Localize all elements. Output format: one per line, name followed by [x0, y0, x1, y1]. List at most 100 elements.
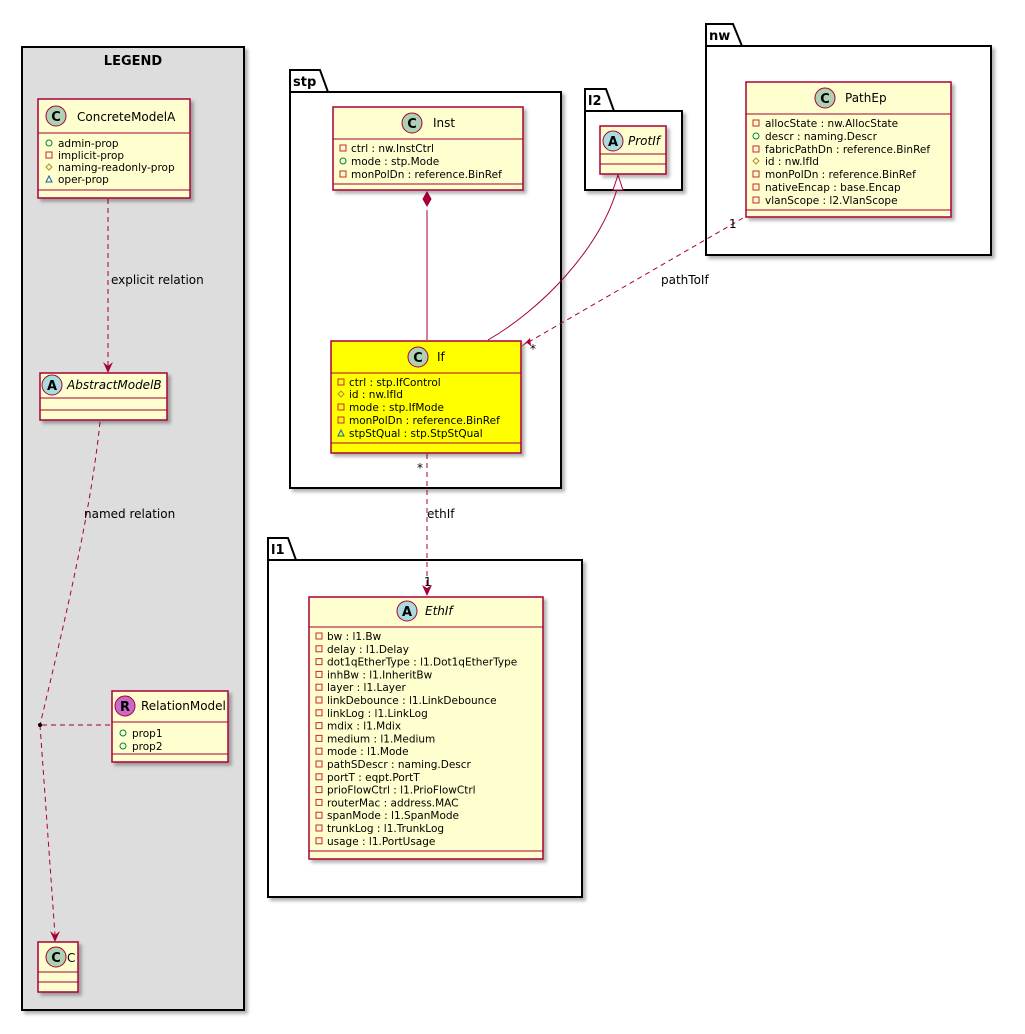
class-attribute: medium : l1.Medium	[327, 733, 435, 745]
private-visibility-icon	[315, 811, 323, 819]
private-visibility-icon	[315, 798, 323, 806]
package-stp-label: stp	[293, 75, 316, 90]
class-attribute: delay : l1.Delay	[327, 644, 409, 656]
legend-concrete-model-name: ConcreteModelA	[77, 110, 176, 124]
class-attribute: bw : l1.Bw	[327, 631, 382, 643]
class-attribute: pathSDescr : naming.Descr	[327, 759, 472, 771]
legend-relation-prop: prop2	[132, 741, 163, 753]
class-attribute: monPolDn : reference.BinRef	[349, 415, 500, 427]
class-badge-icon	[45, 946, 67, 968]
private-visibility-icon	[752, 145, 760, 153]
class-inst-name: Inst	[433, 116, 455, 130]
private-visibility-icon	[315, 773, 323, 781]
class-attribute: mode : stp.IfMode	[349, 402, 444, 414]
private-visibility-icon	[315, 722, 323, 730]
public-visibility-icon	[752, 132, 760, 140]
private-visibility-icon	[315, 837, 323, 845]
class-pathep-name: PathEp	[845, 91, 887, 105]
private-visibility-icon	[337, 378, 345, 386]
svg-text:A: A	[608, 135, 618, 150]
legend-c-name: C	[67, 951, 75, 965]
legend-named-relation-edge	[39, 421, 101, 942]
class-attribute: layer : l1.Layer	[327, 682, 406, 694]
class-attribute: trunkLog : l1.TrunkLog	[327, 823, 444, 835]
legend-explicit-relation-label: explicit relation	[111, 273, 204, 287]
class-if: C If ctrl : stp.IfControl id : nw.IfId m…	[330, 340, 522, 454]
class-attribute: mode : stp.Mode	[351, 156, 439, 168]
package-l1-label: l1	[271, 543, 285, 558]
class-attribute: descr : naming.Descr	[765, 131, 878, 143]
legend-concrete-prop: naming-readonly-prop	[58, 162, 175, 174]
public-visibility-icon	[119, 742, 127, 750]
class-if-name: If	[437, 350, 446, 364]
legend-abstract-model-name: AbstractModelB	[66, 378, 162, 392]
class-badge-icon	[814, 87, 836, 109]
svg-text:C: C	[820, 92, 830, 107]
svg-text:A: A	[402, 605, 412, 620]
private-visibility-icon	[337, 403, 345, 411]
class-attribute: usage : l1.PortUsage	[327, 836, 435, 848]
package-nw-label: nw	[709, 29, 730, 44]
protected-visibility-icon	[337, 390, 345, 398]
package-visibility-icon	[45, 174, 53, 183]
legend-title: LEGEND	[104, 54, 163, 69]
class-attribute: linkLog : l1.LinkLog	[327, 708, 428, 720]
legend-abstract-model-class: A AbstractModelB	[39, 372, 168, 421]
package-l2-label: l2	[588, 94, 602, 109]
legend-association-point	[38, 723, 42, 727]
class-protif-name: ProtIf	[628, 134, 662, 148]
legend-concrete-prop: implicit-prop	[58, 150, 124, 162]
legend-explicit-relation-edge	[103, 199, 113, 373]
class-badge-icon	[407, 346, 429, 368]
svg-text:R: R	[120, 700, 130, 715]
private-visibility-icon	[315, 760, 323, 768]
legend-relation-model-name: RelationModel	[141, 699, 226, 713]
public-visibility-icon	[339, 157, 347, 165]
class-attribute: nativeEncap : base.Encap	[765, 182, 901, 194]
protected-visibility-icon	[752, 157, 760, 165]
class-attribute: prioFlowCtrl : l1.PrioFlowCtrl	[327, 785, 476, 797]
legend-relation-prop: prop1	[132, 728, 163, 740]
svg-text:A: A	[47, 379, 57, 394]
private-visibility-icon	[315, 645, 323, 653]
inst-if-composition-edge	[422, 190, 432, 340]
pathtoif-source-multiplicity: 1	[729, 217, 737, 231]
class-attribute: ctrl : stp.IfControl	[349, 377, 441, 389]
class-attribute: monPolDn : reference.BinRef	[765, 169, 916, 181]
class-attribute: linkDebounce : l1.LinkDebounce	[327, 695, 497, 707]
abstract-badge-icon	[41, 374, 63, 396]
private-visibility-icon	[315, 683, 323, 691]
private-visibility-icon	[752, 119, 760, 127]
private-visibility-icon	[337, 416, 345, 424]
class-badge-icon	[401, 112, 423, 134]
class-attribute: mode : l1.Mode	[327, 746, 409, 758]
legend-c-class: C C	[37, 941, 79, 993]
private-visibility-icon	[315, 709, 323, 717]
if-protif-generalization-edge	[487, 173, 624, 341]
private-visibility-icon	[45, 151, 53, 159]
protected-visibility-icon	[45, 163, 53, 171]
legend-frame: LEGEND	[21, 46, 245, 1011]
svg-text:C: C	[407, 117, 417, 132]
pathep-if-association-edge	[521, 217, 744, 347]
class-attribute: monPolDn : reference.BinRef	[351, 169, 502, 181]
pathtoif-target-multiplicity: *	[530, 342, 536, 356]
private-visibility-icon	[315, 696, 323, 704]
private-visibility-icon	[315, 747, 323, 755]
class-attribute: spanMode : l1.SpanMode	[327, 810, 459, 822]
relation-badge-icon	[114, 695, 136, 717]
legend-named-relation-label: named relation	[84, 507, 175, 521]
svg-text:C: C	[51, 951, 61, 966]
private-visibility-icon	[315, 658, 323, 666]
class-attribute: dot1qEtherType : l1.Dot1qEtherType	[327, 657, 517, 669]
class-protif: A ProtIf	[599, 125, 667, 175]
private-visibility-icon	[315, 670, 323, 678]
class-attribute: id : nw.IfId	[349, 389, 403, 401]
private-visibility-icon	[315, 824, 323, 832]
ethif-source-multiplicity: *	[417, 461, 423, 475]
legend-concrete-model-class: C ConcreteModelA admin-prop implicit-pro…	[37, 98, 191, 199]
private-visibility-icon	[315, 734, 323, 742]
legend-relation-model-class: R RelationModel prop1 prop2	[111, 690, 229, 763]
private-visibility-icon	[752, 170, 760, 178]
